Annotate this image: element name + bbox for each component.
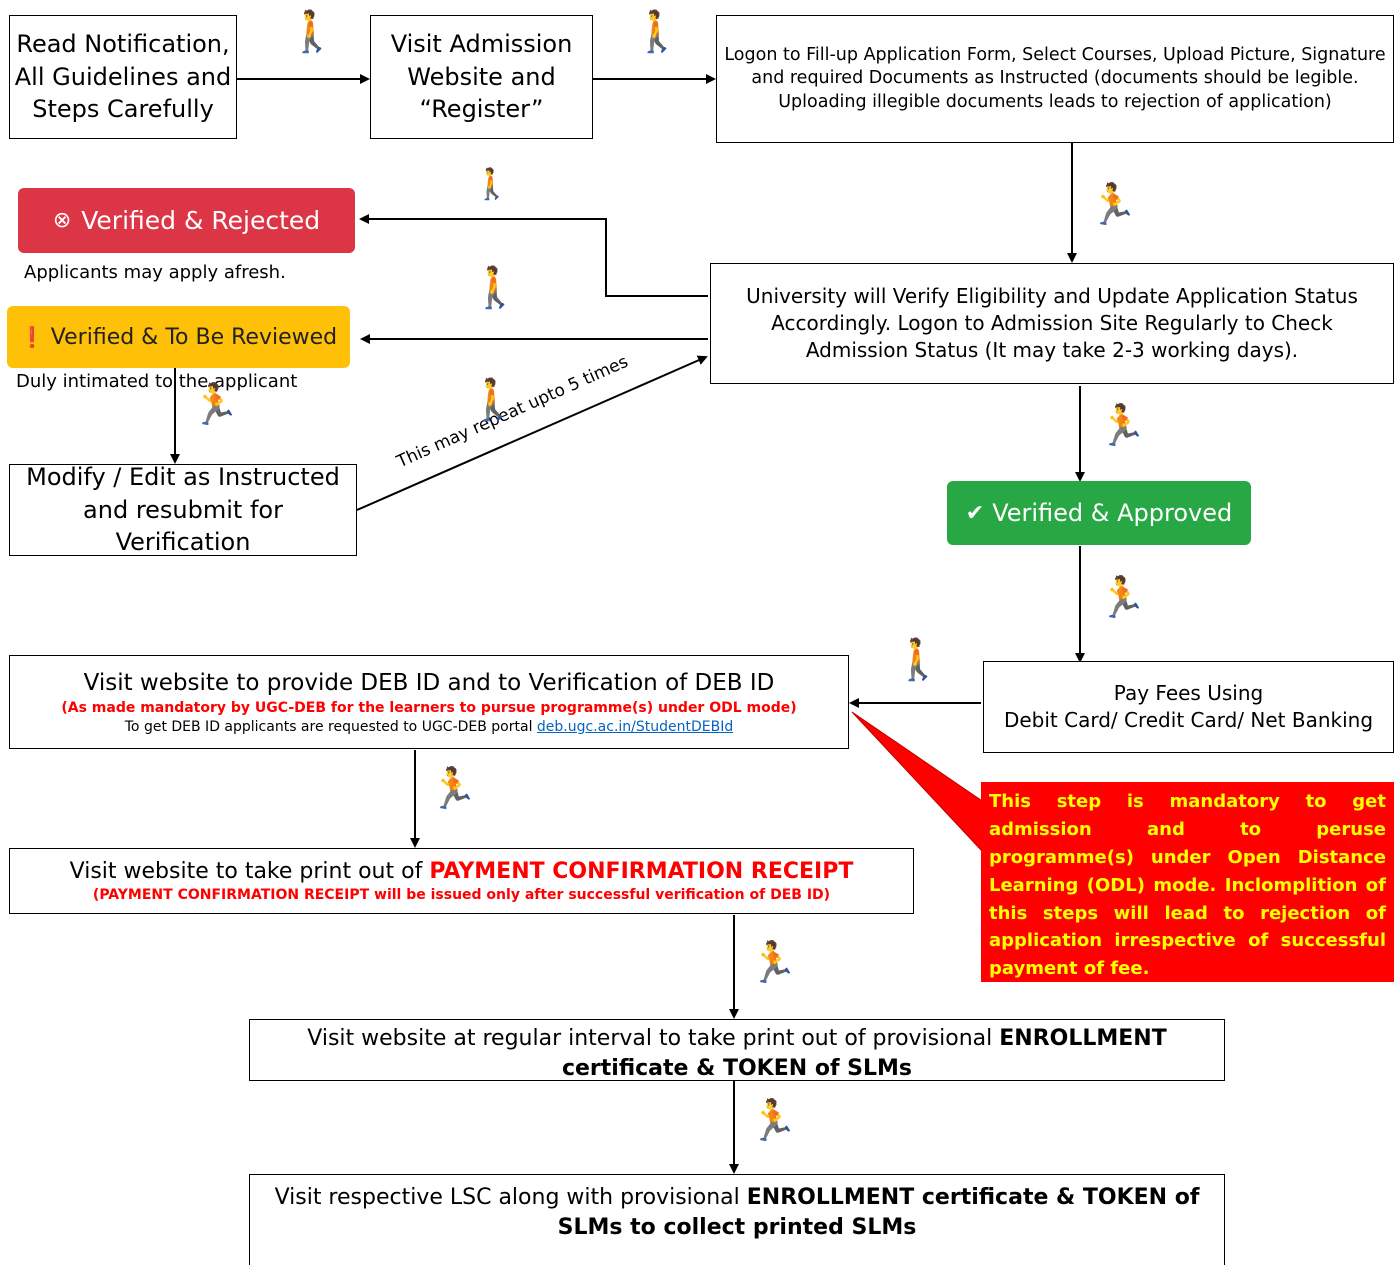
badge-verified-rejected: ⊗ Verified & Rejected (18, 188, 355, 253)
badge-verified-approved: ✔ Verified & Approved (947, 481, 1251, 545)
step-logon-fill: Logon to Fill-up Application Form, Selec… (716, 15, 1394, 143)
arrow-modify-to-verify (356, 355, 708, 511)
running-person-icon: 🏃 (748, 1098, 798, 1144)
step-read-notification: Read Notification, All Guidelines and St… (9, 15, 237, 139)
step-read-notification-text: Read Notification, All Guidelines and St… (14, 30, 232, 124)
walking-person-icon: 🚶 (473, 167, 511, 202)
walking-person-icon: 🚶 (470, 265, 520, 311)
step-visit-register-text: Visit Admission Website and “Register” (390, 30, 573, 124)
running-person-icon: 🏃 (1088, 182, 1138, 228)
check-circle-icon: ✔ (965, 500, 985, 526)
walking-person-icon: 🚶 (468, 377, 518, 423)
note-apply-afresh: Applicants may apply afresh. (24, 262, 286, 283)
mandatory-callout-text: This step is mandatory to get admission … (989, 791, 1386, 980)
step-deb-id-title: Visit website to provide DEB ID and to V… (83, 669, 775, 696)
step-deb-id-portal: To get DEB ID applicants are requested t… (125, 718, 733, 737)
running-person-icon: 🏃 (428, 766, 478, 812)
running-person-icon: 🏃 (748, 940, 798, 986)
step-lsc-bold: ENROLLMENT certificate & TOKEN of SLMs t… (557, 1185, 1200, 1240)
step-deb-id-mandatory: (As made mandatory by UGC-DEB for the le… (61, 699, 797, 716)
arrow-verify-to-rejected (359, 214, 708, 297)
step-pay-fees: Pay Fees Using Debit Card/ Credit Card/ … (983, 661, 1394, 753)
mandatory-callout: This step is mandatory to get admission … (981, 782, 1394, 982)
running-person-icon: 🏃 (1097, 403, 1147, 449)
deb-portal-link[interactable]: deb.ugc.ac.in/StudentDEBId (536, 718, 734, 735)
step-receipt: Visit website to take print out of PAYME… (9, 848, 914, 914)
badge-verified-reviewed-label: Verified & To Be Reviewed (50, 324, 338, 350)
step-lsc-prefix: Visit respective LSC along with provisio… (274, 1185, 740, 1210)
badge-verified-rejected-label: Verified & Rejected (81, 206, 321, 235)
step-pay-fees-line1: Pay Fees Using (1113, 681, 1264, 705)
step-enrollment-bold: ENROLLMENT certificate & TOKEN of SLMs (561, 1026, 1167, 1081)
step-modify-edit: Modify / Edit as Instructed and resubmit… (9, 463, 357, 557)
note-duly-intimated: Duly intimated to the applicant (16, 371, 298, 392)
step-lsc: Visit respective LSC along with provisio… (249, 1174, 1225, 1265)
step-university-verify-text: University will Verify Eligibility and U… (746, 284, 1358, 362)
walking-person-icon: 🚶 (287, 9, 337, 55)
step-deb-id: Visit website to provide DEB ID and to V… (9, 655, 849, 749)
badge-verified-approved-label: Verified & Approved (992, 499, 1233, 527)
step-enrollment-prefix: Visit website at regular interval to tak… (307, 1026, 993, 1051)
step-modify-edit-text: Modify / Edit as Instructed and resubmit… (26, 463, 340, 557)
step-receipt-line: Visit website to take print out of PAYME… (70, 857, 854, 887)
step-receipt-highlight: PAYMENT CONFIRMATION RECEIPT (429, 858, 854, 884)
step-receipt-note: (PAYMENT CONFIRMATION RECEIPT will be is… (92, 887, 831, 904)
badge-verified-reviewed: ❗ Verified & To Be Reviewed (7, 306, 350, 368)
running-person-icon: 🏃 (1097, 575, 1147, 621)
exclamation-circle-icon: ❗ (19, 325, 45, 349)
walking-person-icon: 🚶 (632, 9, 682, 55)
running-person-icon: 🏃 (190, 382, 240, 428)
walking-person-icon: 🚶 (893, 637, 943, 683)
step-visit-register: Visit Admission Website and “Register” (370, 15, 593, 139)
step-logon-fill-text: Logon to Fill-up Application Form, Selec… (724, 44, 1386, 112)
step-pay-fees-line2: Debit Card/ Credit Card/ Net Banking (1003, 708, 1374, 732)
step-receipt-prefix: Visit website to take print out of (69, 858, 423, 884)
step-deb-id-portal-text: To get DEB ID applicants are requested t… (124, 718, 533, 735)
step-university-verify: University will Verify Eligibility and U… (710, 263, 1394, 384)
x-circle-icon: ⊗ (52, 208, 72, 233)
step-enrollment: Visit website at regular interval to tak… (249, 1019, 1225, 1081)
